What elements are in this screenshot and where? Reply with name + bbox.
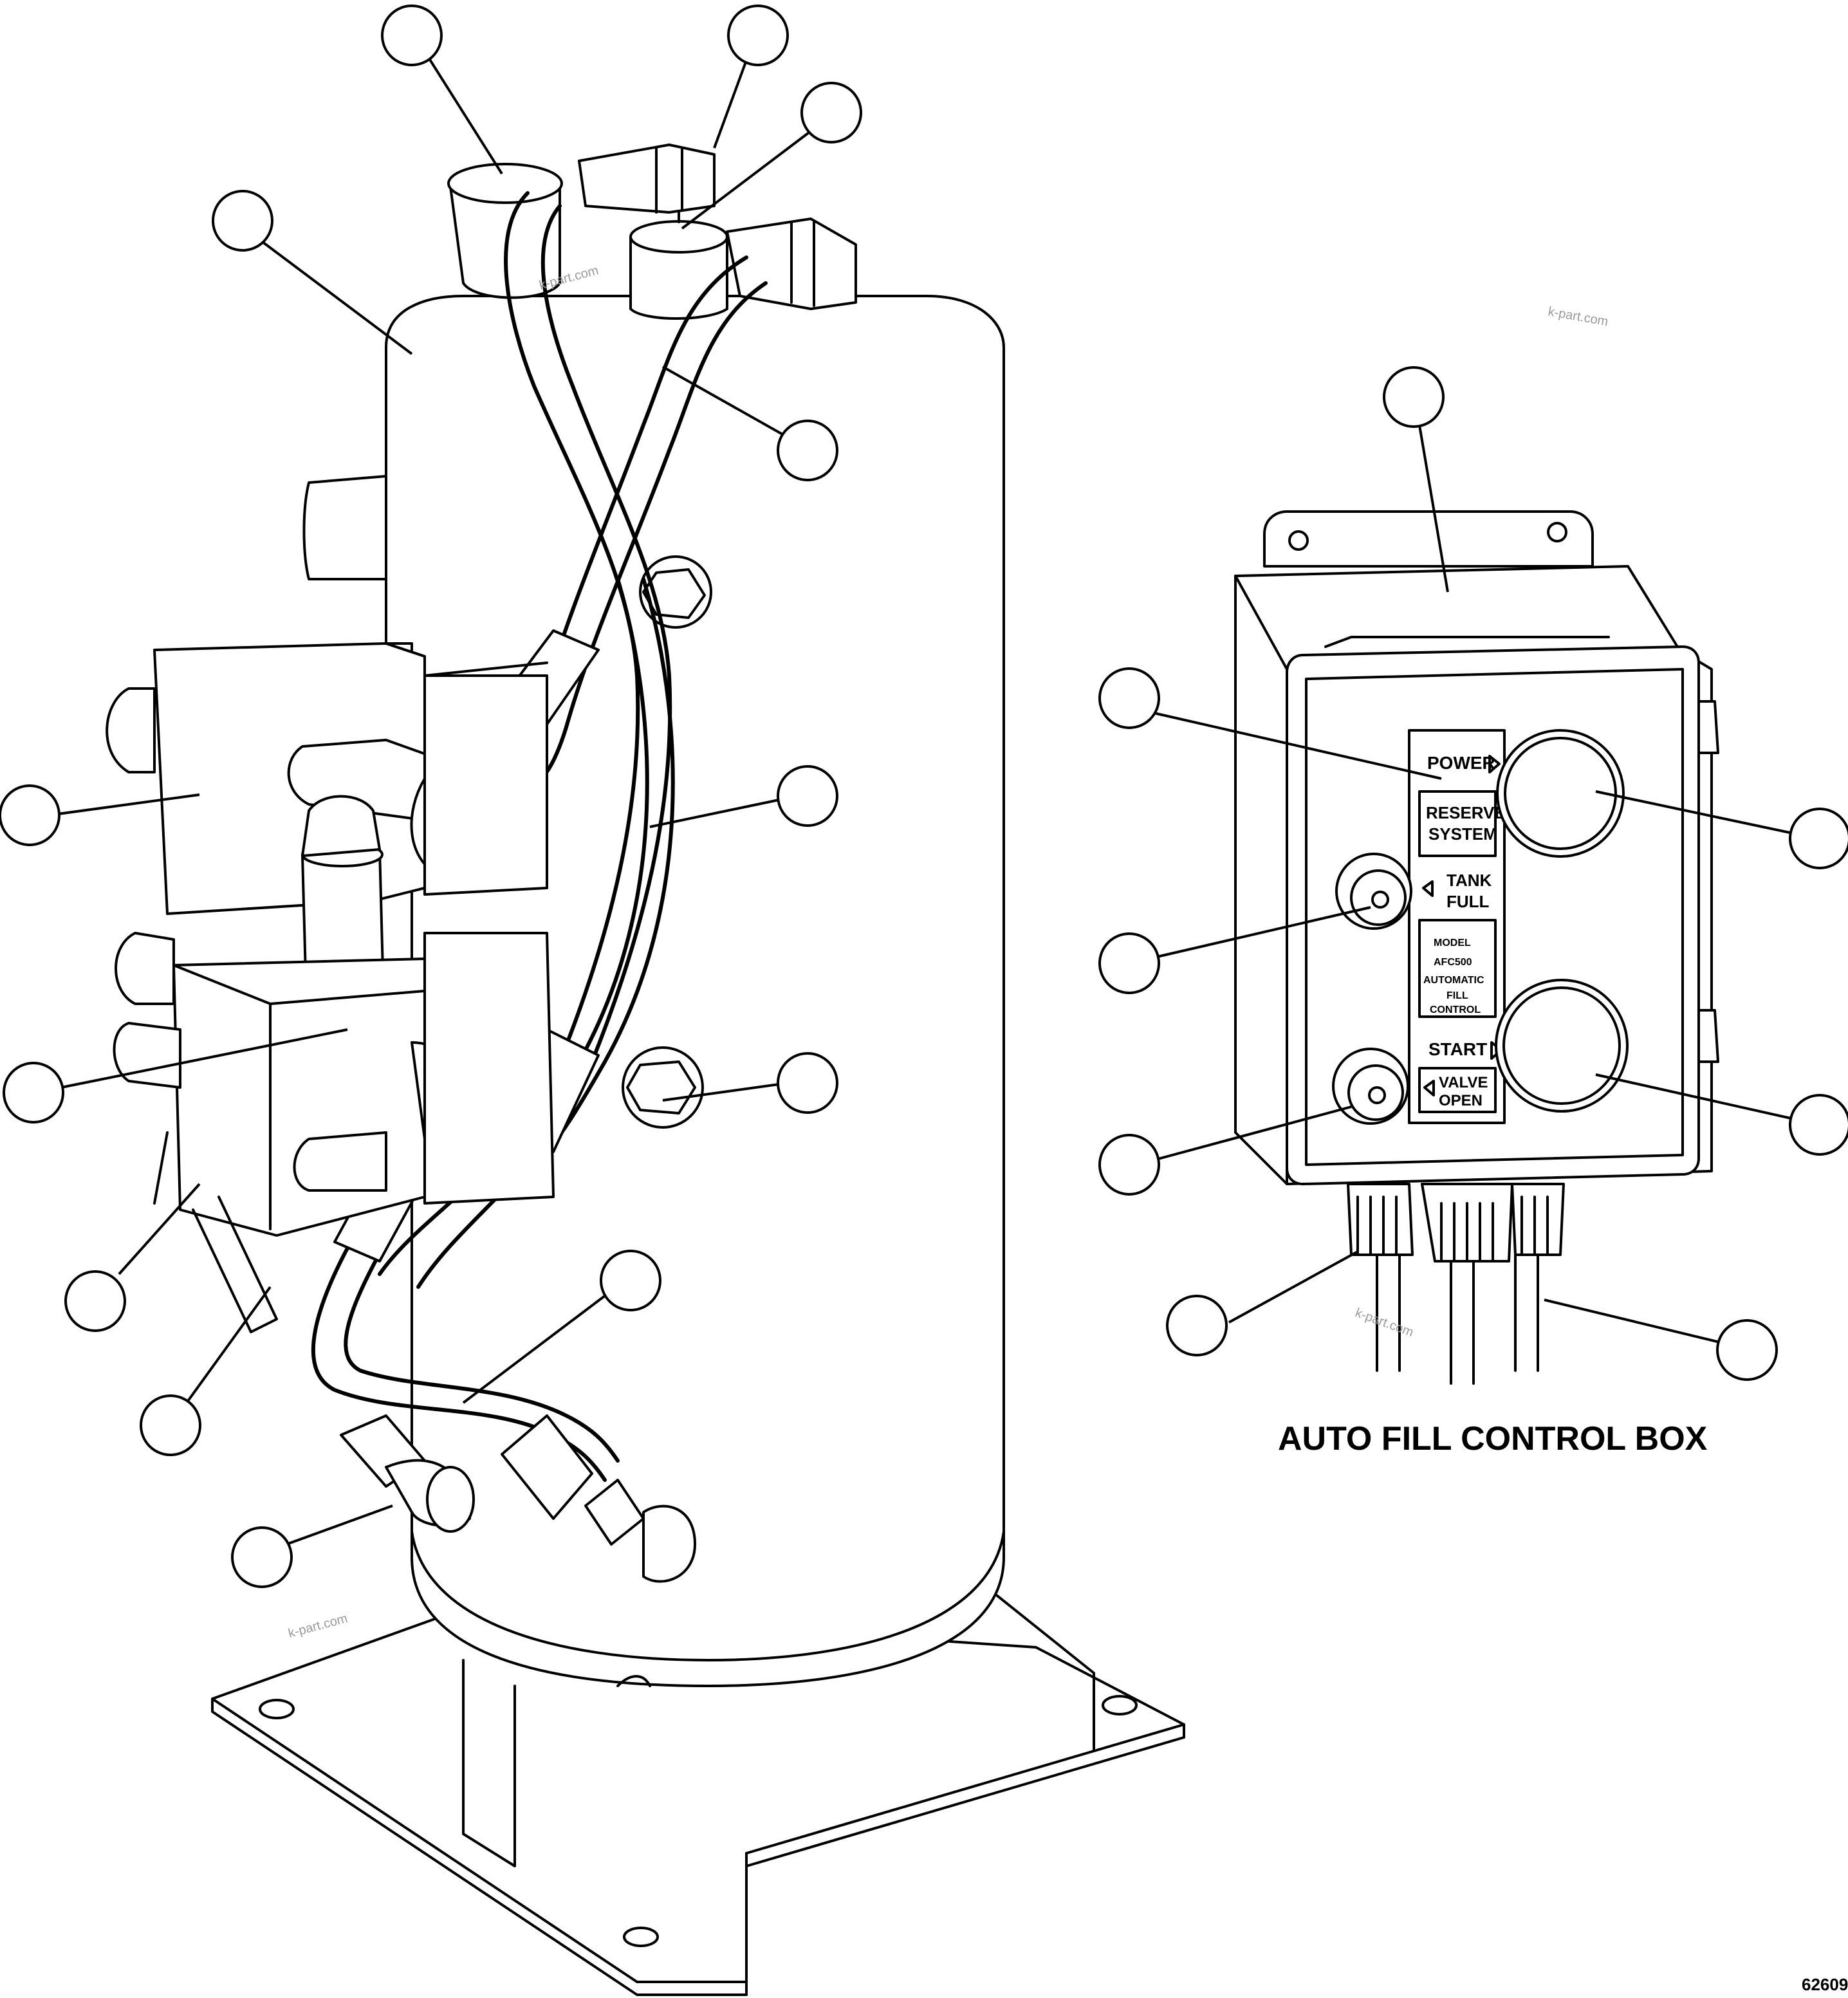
- automatic-label: AUTOMATIC: [1423, 975, 1484, 986]
- tank-hex-plug-lower: [622, 1046, 704, 1129]
- label-panel: POWER RESERVE SYSTEM TANK FULL MODEL AFC…: [1408, 729, 1506, 1124]
- callout-circle: [800, 82, 862, 143]
- model-label: MODEL: [1434, 938, 1471, 948]
- open-label: OPEN: [1439, 1092, 1483, 1109]
- callout-circle: [777, 1052, 838, 1114]
- callout-circle: [777, 765, 838, 827]
- callout-circle: [140, 1394, 201, 1456]
- bottom-left-elbow: [340, 1414, 475, 1533]
- callout-circle: [231, 1526, 293, 1588]
- lower-valve-block: [113, 932, 555, 1333]
- callout-circle: [1716, 1319, 1778, 1381]
- callout-circle: [1789, 808, 1848, 869]
- callout-circle: [1383, 366, 1445, 428]
- tank-side-port-upper: [302, 475, 387, 580]
- system-label: SYSTEM: [1428, 824, 1497, 844]
- tank-body: [385, 295, 1005, 1687]
- control-label: CONTROL: [1430, 1004, 1481, 1015]
- valve-label: VALVE: [1439, 1074, 1488, 1091]
- callout-circle: [777, 420, 838, 481]
- watermark: k-part.com: [287, 1611, 349, 1641]
- callout-circle: [0, 784, 60, 846]
- model-number: AFC500: [1434, 957, 1472, 968]
- callout-circle: [600, 1250, 661, 1311]
- full-label: FULL: [1446, 892, 1490, 911]
- start-label: START: [1428, 1039, 1487, 1059]
- reserve-tank-assembly: [106, 143, 1185, 1996]
- tank-full-indicator-lamp: [1335, 853, 1412, 930]
- top-fitting-left: [447, 163, 563, 299]
- start-button: [1495, 979, 1629, 1113]
- callout-circle: [381, 5, 443, 66]
- upper-valve-block: [106, 642, 548, 915]
- valve-open-indicator-lamp: [1332, 1048, 1409, 1125]
- callouts: [0, 5, 1848, 1588]
- wire-leads: [1376, 1253, 1539, 1385]
- tank-hex-plug-upper: [639, 555, 712, 629]
- auto-fill-control-box: POWER RESERVE SYSTEM TANK FULL MODEL AFC…: [1234, 510, 1719, 1385]
- fill-label: FILL: [1446, 990, 1468, 1001]
- watermark: k-part.com: [1547, 304, 1609, 329]
- callout-circle: [64, 1270, 126, 1332]
- figure-caption: AUTO FILL CONTROL BOX: [1278, 1420, 1708, 1457]
- callout-circle: [212, 190, 273, 252]
- callout-circle: [3, 1062, 64, 1124]
- mounting-flange: [1263, 510, 1594, 568]
- callout-circle: [1789, 1094, 1848, 1156]
- cable-glands: [1347, 1183, 1565, 1263]
- figure-number: 62609: [1802, 1975, 1848, 1994]
- callout-circle: [727, 5, 789, 66]
- hinge-upper: [1697, 700, 1719, 754]
- power-button: [1496, 729, 1625, 858]
- callout-circle: [1098, 1134, 1160, 1196]
- reserve-label: RESERVE: [1426, 803, 1506, 822]
- tank-label: TANK: [1446, 871, 1492, 890]
- watermark: k-part.com: [1353, 1306, 1415, 1340]
- callout-circle: [1098, 932, 1160, 994]
- callout-circle: [1098, 667, 1160, 729]
- hinge-lower: [1697, 1009, 1719, 1063]
- power-label: POWER: [1427, 753, 1495, 773]
- callout-circle: [1166, 1295, 1228, 1356]
